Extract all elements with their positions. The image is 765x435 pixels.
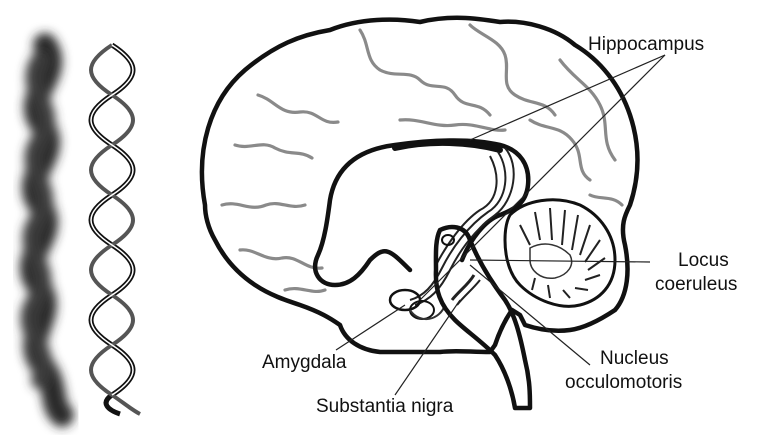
label-nucleus-line2: occulomotoris	[565, 372, 682, 393]
fornix	[392, 139, 503, 153]
blurred-dna-strand	[20, 33, 74, 427]
hippocampal-tract	[409, 147, 515, 306]
label-nucleus-line1: Nucleus	[600, 348, 669, 369]
corpus-callosum	[312, 138, 531, 288]
brain-outline	[199, 15, 640, 355]
label-leader-lines	[335, 54, 666, 396]
cerebral-sulci	[220, 23, 624, 294]
diagram-labels: Hippocampus Locus coeruleus Nucleus occu…	[262, 34, 737, 417]
label-locus-line2: coeruleus	[655, 274, 737, 295]
label-locus-line1: Locus	[678, 250, 729, 271]
label-hippocampus: Hippocampus	[588, 34, 704, 55]
label-amygdala: Amygdala	[262, 352, 347, 373]
label-substantia-nigra: Substantia nigra	[316, 396, 454, 417]
brainstem	[433, 224, 533, 411]
dna-double-helix	[88, 42, 141, 417]
substantia-nigra-mark	[441, 234, 481, 306]
cerebellum	[503, 198, 617, 308]
